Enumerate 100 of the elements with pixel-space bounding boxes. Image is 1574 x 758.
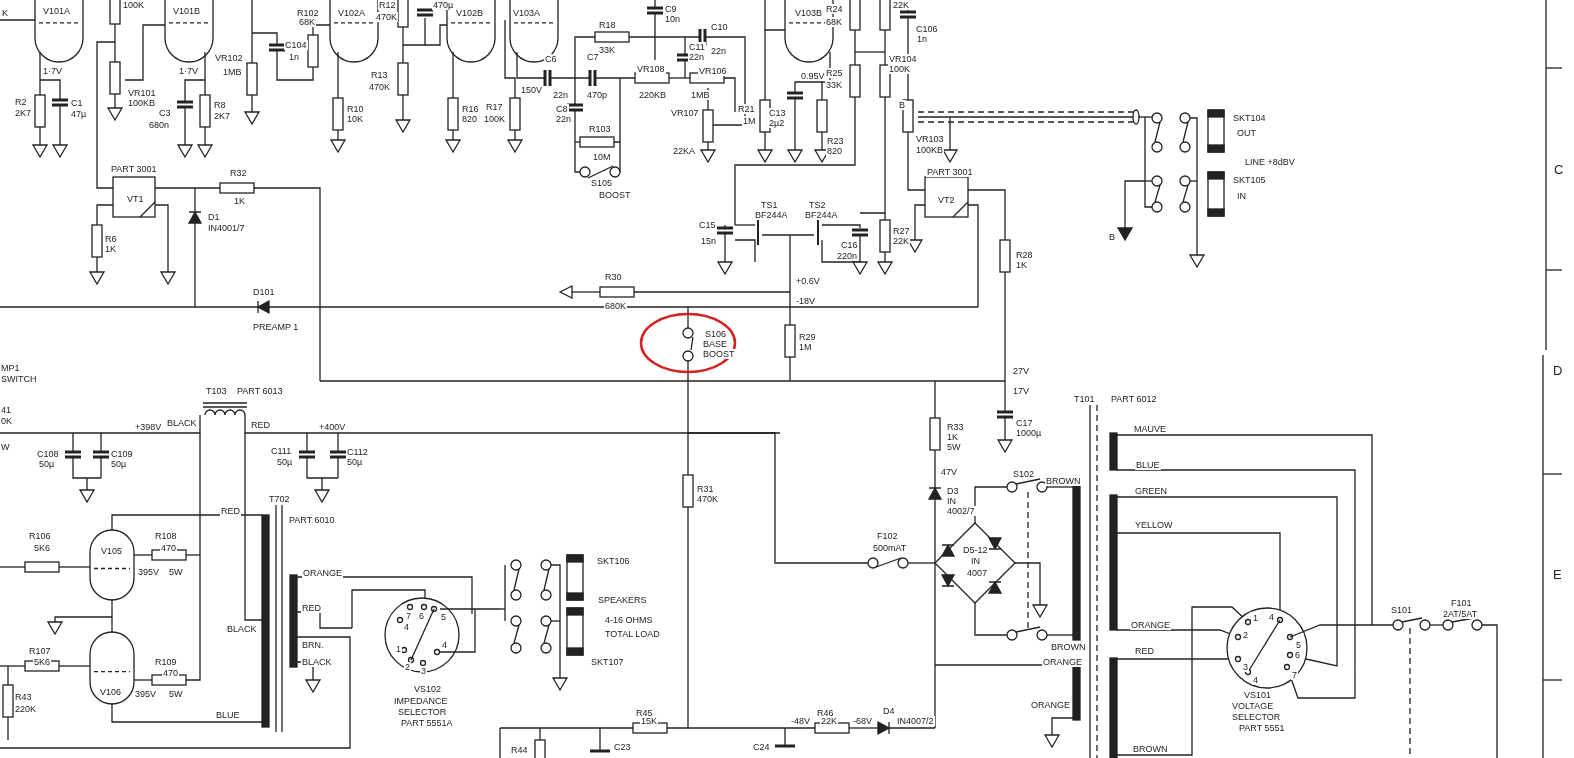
note-label: +0.6V — [795, 276, 821, 286]
component-label: C1 — [70, 98, 84, 108]
pin-number: 7 — [405, 611, 412, 621]
lead-label: RED — [301, 603, 322, 613]
component-label: C111 — [270, 446, 293, 456]
value-label: 22n — [710, 46, 728, 56]
component-label: R29 — [798, 332, 817, 342]
component-label: V102A — [337, 8, 367, 18]
component-label: R13 — [370, 70, 389, 80]
pin-number: 6 — [418, 611, 425, 621]
value-label: 470p — [586, 90, 609, 100]
value-label: 15K — [640, 716, 658, 726]
component-label: F101 — [1450, 598, 1473, 608]
lead-label: RED — [250, 420, 271, 430]
value-label: 33K — [598, 45, 616, 55]
component-label: VR104 — [888, 54, 918, 64]
part-number-label: PART 3001 — [110, 164, 158, 174]
value-label: 470K — [368, 82, 392, 92]
component-label: S102 — [1012, 469, 1036, 479]
value-label: 500mAT — [872, 543, 908, 553]
value-label: 1K — [233, 196, 246, 206]
component-label: D3 — [946, 486, 960, 496]
value-label: 820 — [826, 146, 844, 156]
component-label: TS2 — [808, 200, 827, 210]
component-label: T101 — [1073, 394, 1096, 404]
component-label: R44 — [510, 745, 529, 755]
note-label: -48V — [790, 716, 811, 726]
component-label: SKT105 — [1232, 175, 1267, 185]
component-label: C17 — [1015, 418, 1034, 428]
zone-letter: E — [1552, 568, 1563, 582]
value-label: 50µ — [276, 457, 294, 467]
part-number-label: PART 6010 — [288, 515, 336, 525]
component-label: C15 — [698, 220, 717, 230]
part-number-label: PART 6012 — [1110, 394, 1158, 404]
component-label: S101 — [1390, 605, 1414, 615]
lead-label: BLUE — [215, 710, 241, 720]
component-label: TS1 — [760, 200, 779, 210]
component-label: R24 — [825, 4, 844, 14]
zone-letter: D — [1552, 364, 1564, 378]
value-label: 22n — [555, 114, 573, 124]
component-label: R106 — [28, 531, 52, 541]
value-label: 2µ2 — [768, 118, 786, 128]
component-label: VR108 — [636, 64, 666, 74]
lead-label: ORANGE — [1042, 657, 1083, 667]
note-label: 0.95V — [800, 71, 826, 81]
value-label: 22n — [552, 90, 570, 100]
value-label: 100K — [483, 114, 507, 124]
note-label: 395V — [134, 689, 158, 699]
pin-number: 1 — [1252, 613, 1259, 623]
note-label: OUT — [1236, 128, 1257, 138]
value-label: 100K — [122, 0, 146, 10]
component-label: S106 — [704, 329, 728, 339]
component-label: VS102 — [413, 684, 443, 694]
value-label: 470K — [696, 494, 720, 504]
component-label: V102B — [455, 8, 485, 18]
value-label: 22K — [820, 716, 838, 726]
note-label: 150V — [520, 85, 544, 95]
component-label: VR102 — [214, 53, 244, 63]
lead-label: BROWN — [1132, 744, 1169, 754]
zone-letter: C — [1553, 163, 1565, 177]
value-label: 4002/7 — [946, 506, 976, 516]
component-label: R25 — [825, 68, 844, 78]
note-label: +400V — [318, 422, 347, 432]
component-label: VS101 — [1243, 690, 1273, 700]
value-label: 4007 — [966, 568, 989, 578]
note-label: BOOST — [702, 349, 736, 359]
component-label: V103A — [512, 8, 542, 18]
value-label: W — [0, 442, 11, 452]
value-label: 22K — [892, 236, 910, 246]
component-label: C24 — [752, 742, 771, 752]
component-label: C16 — [840, 240, 859, 250]
value-label: 1n — [916, 34, 928, 44]
value-label: BF244A — [804, 210, 839, 220]
note-label: 1·7V — [42, 66, 63, 76]
value-label: IN4001/7 — [207, 223, 246, 233]
lead-label: GREEN — [1134, 486, 1168, 496]
component-label: C109 — [110, 449, 134, 459]
value-label: 68K — [298, 17, 316, 27]
value-label: 2K7 — [14, 108, 32, 118]
component-label: R10 — [346, 104, 365, 114]
pin-number: 3 — [1242, 662, 1249, 672]
component-label: VR101 — [127, 88, 157, 98]
value-label: 5K6 — [33, 543, 51, 553]
component-label: VT2 — [937, 195, 956, 205]
value-label: 470 — [160, 543, 178, 553]
component-label: R107 — [28, 646, 52, 656]
value-label: 1000µ — [1015, 428, 1043, 438]
value-label: 22n — [688, 52, 706, 62]
component-label: R17 — [485, 102, 504, 112]
note-label: 4-16 OHMS — [604, 615, 654, 625]
component-label: 41 — [0, 405, 12, 415]
component-label: D1 — [207, 212, 221, 222]
value-label: 2K7 — [213, 111, 231, 121]
value-label: 100KB — [915, 145, 945, 155]
component-label: F102 — [876, 531, 899, 541]
value-label: 1K — [946, 432, 959, 442]
note-label: BOOST — [598, 190, 632, 200]
value-label: 5K6 — [33, 657, 51, 667]
value-label: 470K — [375, 12, 399, 22]
component-label: V106 — [99, 687, 123, 697]
